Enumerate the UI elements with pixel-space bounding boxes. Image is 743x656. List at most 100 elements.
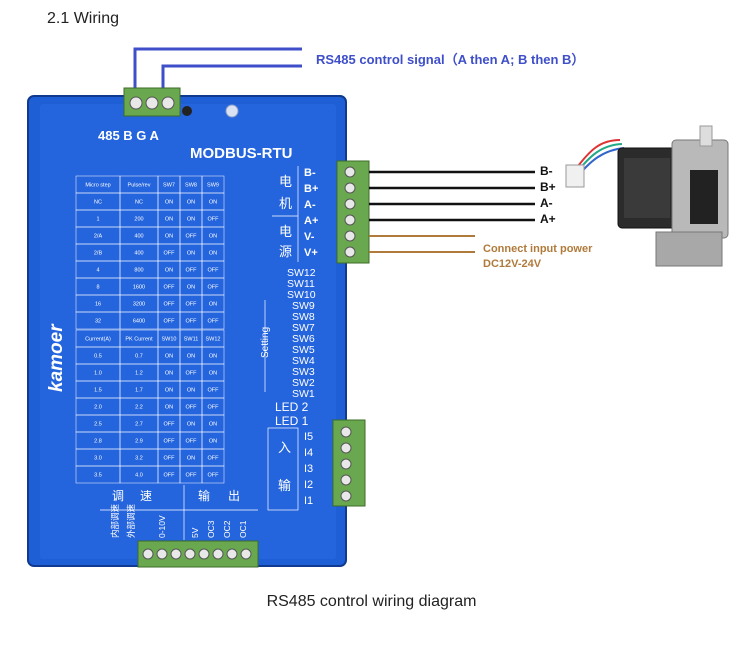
table-cell: ON xyxy=(165,268,173,274)
table-cell: 400 xyxy=(134,251,143,257)
switch-label: SW1 xyxy=(292,388,315,400)
switch-label: SW9 xyxy=(292,300,315,312)
terminal-label: B+ xyxy=(304,183,318,195)
bottom-terminal-label: OC3 xyxy=(206,520,216,538)
table-cell: OFF xyxy=(164,251,176,257)
table-cell: ON xyxy=(187,456,195,462)
bottom-terminal-label: 内部调速 xyxy=(110,503,120,538)
table-cell: ON xyxy=(165,371,173,377)
table-cell: OFF xyxy=(164,302,176,308)
table-cell: OFF xyxy=(164,456,176,462)
table-header-cell: SW7 xyxy=(163,183,175,189)
table-header-cell: Pulse/rev xyxy=(128,183,151,189)
table-cell: 2.8 xyxy=(94,439,102,445)
brand-logo: kamoer xyxy=(46,323,67,392)
speed-cn-label: 调 xyxy=(112,489,124,503)
switch-label: SW2 xyxy=(292,377,315,389)
motor-wires xyxy=(369,170,535,222)
input-label: I2 xyxy=(304,479,313,491)
led-label: LED 2 xyxy=(275,400,309,414)
table-cell: ON xyxy=(165,217,173,223)
table-cell: ON xyxy=(209,251,217,257)
power-cn-label: 电 xyxy=(279,224,292,239)
switch-label: SW12 xyxy=(287,267,316,279)
table-cell: ON xyxy=(165,405,173,411)
table-cell: ON xyxy=(187,217,195,223)
terminal-label: A- xyxy=(304,199,316,211)
table-cell: OFF xyxy=(186,268,198,274)
brand-name: kamoer xyxy=(46,323,67,392)
power-wires xyxy=(369,235,475,253)
table-cell: OFF xyxy=(164,422,176,428)
table-cell: ON xyxy=(187,354,195,360)
power-label-line2: DC12V-24V xyxy=(483,258,542,270)
input-label: I4 xyxy=(304,447,313,459)
table-cell-border xyxy=(201,465,225,484)
switch-label: SW4 xyxy=(292,355,315,367)
switch-label: SW11 xyxy=(287,278,315,290)
speed-control-labels: 调 速 输 出 xyxy=(112,488,240,503)
table-cell: OFF xyxy=(186,405,198,411)
bottom-terminal-labels: 内部调速 外部调速 0-10V 5V OC3 OC2 OC1 xyxy=(110,503,248,538)
table-cell: 0.5 xyxy=(94,354,102,360)
table-cell: OFF xyxy=(186,234,198,240)
table-cell: ON xyxy=(187,388,195,394)
output-terminal-block xyxy=(137,540,259,568)
wire-label-b-minus: B- xyxy=(540,164,553,178)
table-header-cell: SW12 xyxy=(206,337,221,343)
table-cell: 2.2 xyxy=(135,405,143,411)
table-header-cell: PK Current xyxy=(125,337,153,343)
table-cell: ON xyxy=(187,422,195,428)
table-cell: 2/B xyxy=(94,251,103,257)
table-cell: 1.2 xyxy=(135,371,143,377)
table-cell: ON xyxy=(209,200,217,206)
table-cell: 0.7 xyxy=(135,354,143,360)
rs485-signal-label: RS485 control signal（A then A; B then B） xyxy=(316,52,585,67)
table-cell: OFF xyxy=(164,319,176,325)
table-cell: 1600 xyxy=(133,285,145,291)
table-cell: OFF xyxy=(164,473,176,479)
power-input-label: Connect input power DC12V-24V xyxy=(483,242,592,272)
table-cell: OFF xyxy=(164,285,176,291)
table-cell: 2.7 xyxy=(135,422,143,428)
switch-label: SW5 xyxy=(292,344,315,356)
input-cn-label: 入 xyxy=(278,440,291,455)
motor-cn-label: 电 xyxy=(279,174,292,189)
input-terminal-block xyxy=(332,419,366,507)
table-cell: 1.5 xyxy=(94,388,102,394)
terminal-label: B- xyxy=(304,167,316,179)
table-cell: ON xyxy=(187,200,195,206)
table-cell: 800 xyxy=(134,268,143,274)
table-cell: 2.0 xyxy=(94,405,102,411)
table-cell: ON xyxy=(187,251,195,257)
table-cell: 1 xyxy=(96,217,99,223)
table-cell: 16 xyxy=(95,302,101,308)
input-labels: I5 I4 I3 I2 I1 xyxy=(304,431,313,507)
table-cell: OFF xyxy=(164,439,176,445)
table-cell: OFF xyxy=(208,405,220,411)
table-cell: ON xyxy=(209,422,217,428)
table-cell: 2.5 xyxy=(94,422,102,428)
driver-body xyxy=(27,95,347,567)
switch-labels: SW12 SW11 SW10 SW9 SW8 SW7 SW6 SW5 SW4 S… xyxy=(287,267,316,400)
terminal-label: V+ xyxy=(304,247,318,259)
wire-label-b-plus: B+ xyxy=(540,180,556,194)
bottom-terminal-label: OC1 xyxy=(238,520,248,538)
motor-power-terminal-block xyxy=(336,160,370,264)
table-cell: OFF xyxy=(208,319,220,325)
switch-label: SW3 xyxy=(292,366,315,378)
signal-wire-inner xyxy=(161,64,302,88)
table-cell: 1.7 xyxy=(135,388,143,394)
input-label: I1 xyxy=(304,495,313,507)
table-cell: 2/A xyxy=(94,234,103,240)
table-cell: OFF xyxy=(208,388,220,394)
input-cn-label: 输 xyxy=(278,478,291,493)
table-cell: 8 xyxy=(96,285,99,291)
table-cell: 6400 xyxy=(133,319,145,325)
table-cell: 1.0 xyxy=(94,371,102,377)
output-cn-label: 输 xyxy=(198,488,210,503)
led-label: LED 1 xyxy=(275,414,309,428)
switch-label: SW7 xyxy=(292,322,315,334)
